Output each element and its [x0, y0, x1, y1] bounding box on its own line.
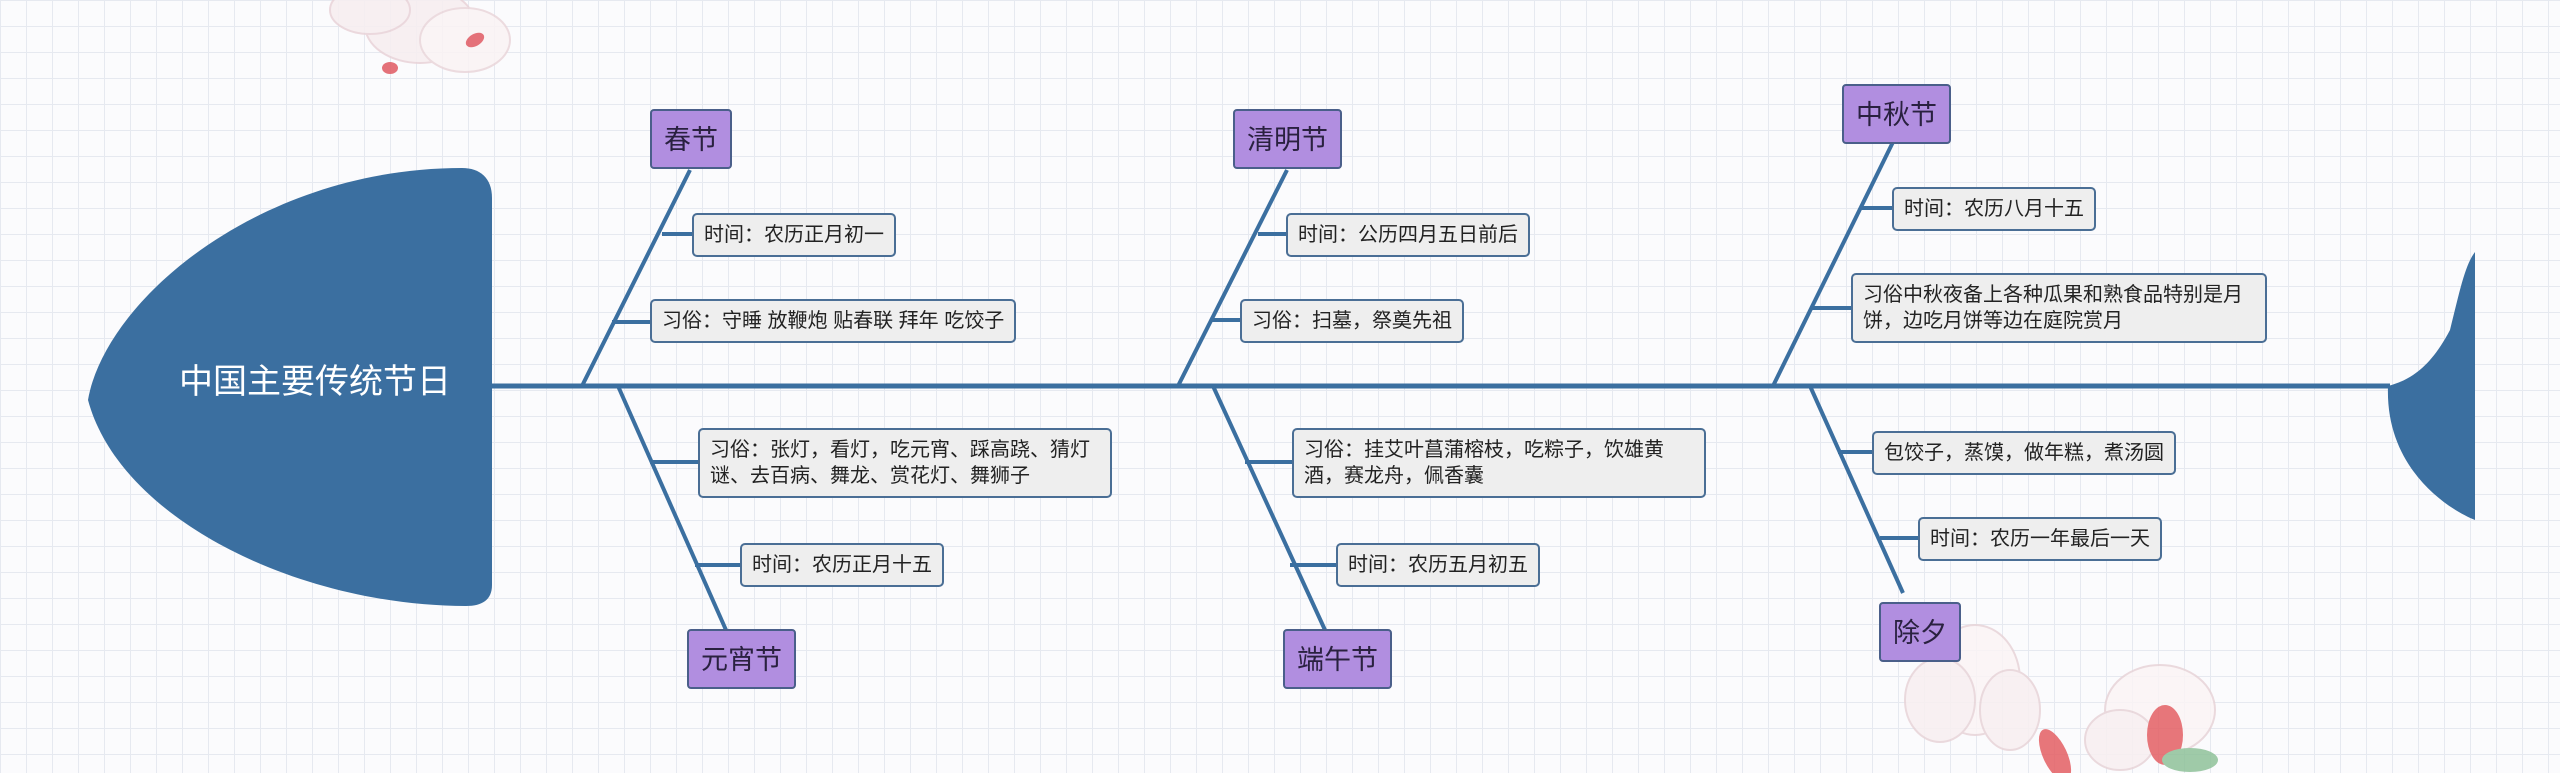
note-spring-custom: 习俗：守睡 放鞭炮 贴春联 拜年 吃饺子 — [650, 299, 1017, 343]
festival-midautumn: 中秋节 — [1842, 84, 1951, 144]
flower-decoration-top — [329, 0, 511, 74]
note-newyearseve-food: 包饺子，蒸馍，做年糕，煮汤圆 — [1872, 431, 2176, 475]
upper-ribs — [580, 141, 1895, 387]
festival-newyearseve: 除夕 — [1879, 602, 1961, 662]
note-qingming-time: 时间：公历四月五日前后 — [1286, 213, 1530, 257]
fish-head — [88, 168, 492, 606]
note-newyearseve-time: 时间：农历一年最后一天 — [1918, 517, 2162, 561]
fish-tail — [2387, 252, 2475, 520]
festival-qingming: 清明节 — [1233, 109, 1342, 169]
festival-dragonboat: 端午节 — [1283, 629, 1392, 689]
note-lantern-custom: 习俗：张灯，看灯，吃元宵、踩高跷、猜灯谜、去百病、舞龙、赏花灯、舞狮子 — [698, 428, 1112, 498]
lower-ribs — [616, 385, 1918, 631]
note-dragonboat-time: 时间：农历五月初五 — [1336, 543, 1540, 587]
note-dragonboat-custom: 习俗：挂艾叶菖蒲榕枝，吃粽子，饮雄黄酒，赛龙舟，佩香囊 — [1292, 428, 1706, 498]
note-midautumn-time: 时间：农历八月十五 — [1892, 187, 2096, 231]
diagram-title: 中国主要传统节日 — [179, 363, 451, 401]
note-lantern-time: 时间：农历正月十五 — [740, 543, 944, 587]
festival-spring: 春节 — [650, 109, 732, 169]
flower-decoration-bottom — [1904, 624, 2218, 773]
note-qingming-custom: 习俗：扫墓，祭奠先祖 — [1240, 299, 1464, 343]
note-spring-time: 时间：农历正月初一 — [692, 213, 896, 257]
note-midautumn-custom: 习俗中秋夜备上各种瓜果和熟食品特别是月饼，边吃月饼等边在庭院赏月 — [1851, 273, 2267, 343]
festival-lantern: 元宵节 — [687, 629, 796, 689]
